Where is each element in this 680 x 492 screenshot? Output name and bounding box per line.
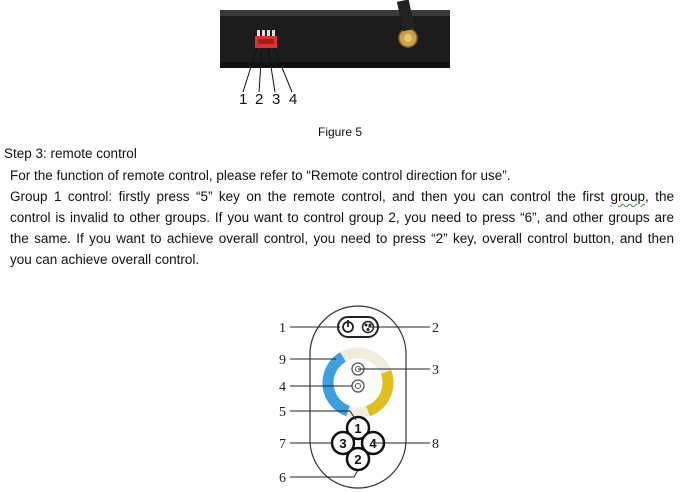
callout-1: 1 xyxy=(279,321,286,336)
antenna-connector-inner xyxy=(404,34,412,42)
dip-pin-2 xyxy=(262,30,265,36)
text-run: , the xyxy=(645,189,674,204)
paragraph-line-2: control is invalid to other groups. If y… xyxy=(10,210,674,225)
callout-6: 6 xyxy=(279,471,286,486)
callout-3: 3 xyxy=(432,363,439,378)
pointer-line-3 xyxy=(267,47,276,93)
dip-pin-4 xyxy=(272,30,275,36)
remote-diagram: 1 3 4 2 1 2 9 3 4 5 7 8 6 xyxy=(279,305,439,489)
pointer-line-4 xyxy=(273,47,293,93)
antenna xyxy=(396,0,415,32)
spellcheck-word: group xyxy=(610,189,646,204)
callout-5: 5 xyxy=(279,405,286,420)
device-bottom-edge xyxy=(220,62,450,68)
key-1-label: 1 xyxy=(354,421,361,436)
pin-label-4: 4 xyxy=(289,91,298,108)
device-top-edge xyxy=(220,10,450,16)
dip-slot xyxy=(258,39,274,44)
callout-line-5 xyxy=(290,410,357,421)
paragraph-intro: For the function of remote control, plea… xyxy=(10,168,511,183)
callout-2: 2 xyxy=(432,321,439,336)
key-1-button[interactable] xyxy=(345,415,371,441)
device-figure xyxy=(220,0,450,93)
dip-pin-1 xyxy=(257,30,260,36)
pin-label-3: 3 xyxy=(272,91,281,108)
callout-9: 9 xyxy=(279,353,286,368)
pin-label-2: 2 xyxy=(255,91,264,108)
callout-line-6 xyxy=(290,469,359,478)
center-icon[interactable] xyxy=(351,379,365,393)
pointer-line-1 xyxy=(242,47,258,93)
callout-4: 4 xyxy=(279,380,286,395)
device-body xyxy=(220,10,450,68)
callout-7: 7 xyxy=(279,437,286,452)
callout-8: 8 xyxy=(432,437,439,452)
power-icon[interactable] xyxy=(342,320,354,333)
paragraph-line-3: the same. If you want to achieve overall… xyxy=(10,231,674,246)
key-2-label: 2 xyxy=(354,452,361,467)
paragraph-line-4: you can achieve overall control. xyxy=(10,252,200,267)
key-3-label: 3 xyxy=(339,436,346,451)
figure-caption: Figure 5 xyxy=(317,125,363,139)
pointer-line-2 xyxy=(258,47,263,93)
pin-label-1: 1 xyxy=(239,91,248,108)
step-heading: Step 3: remote control xyxy=(4,146,137,161)
text-run: Group 1 control: firstly press “5” key o… xyxy=(10,189,611,204)
dip-pin-3 xyxy=(267,30,270,36)
touch-ring-yellow[interactable] xyxy=(365,370,394,417)
paragraph-line-1: Group 1 control: firstly press “5” key o… xyxy=(10,186,674,207)
